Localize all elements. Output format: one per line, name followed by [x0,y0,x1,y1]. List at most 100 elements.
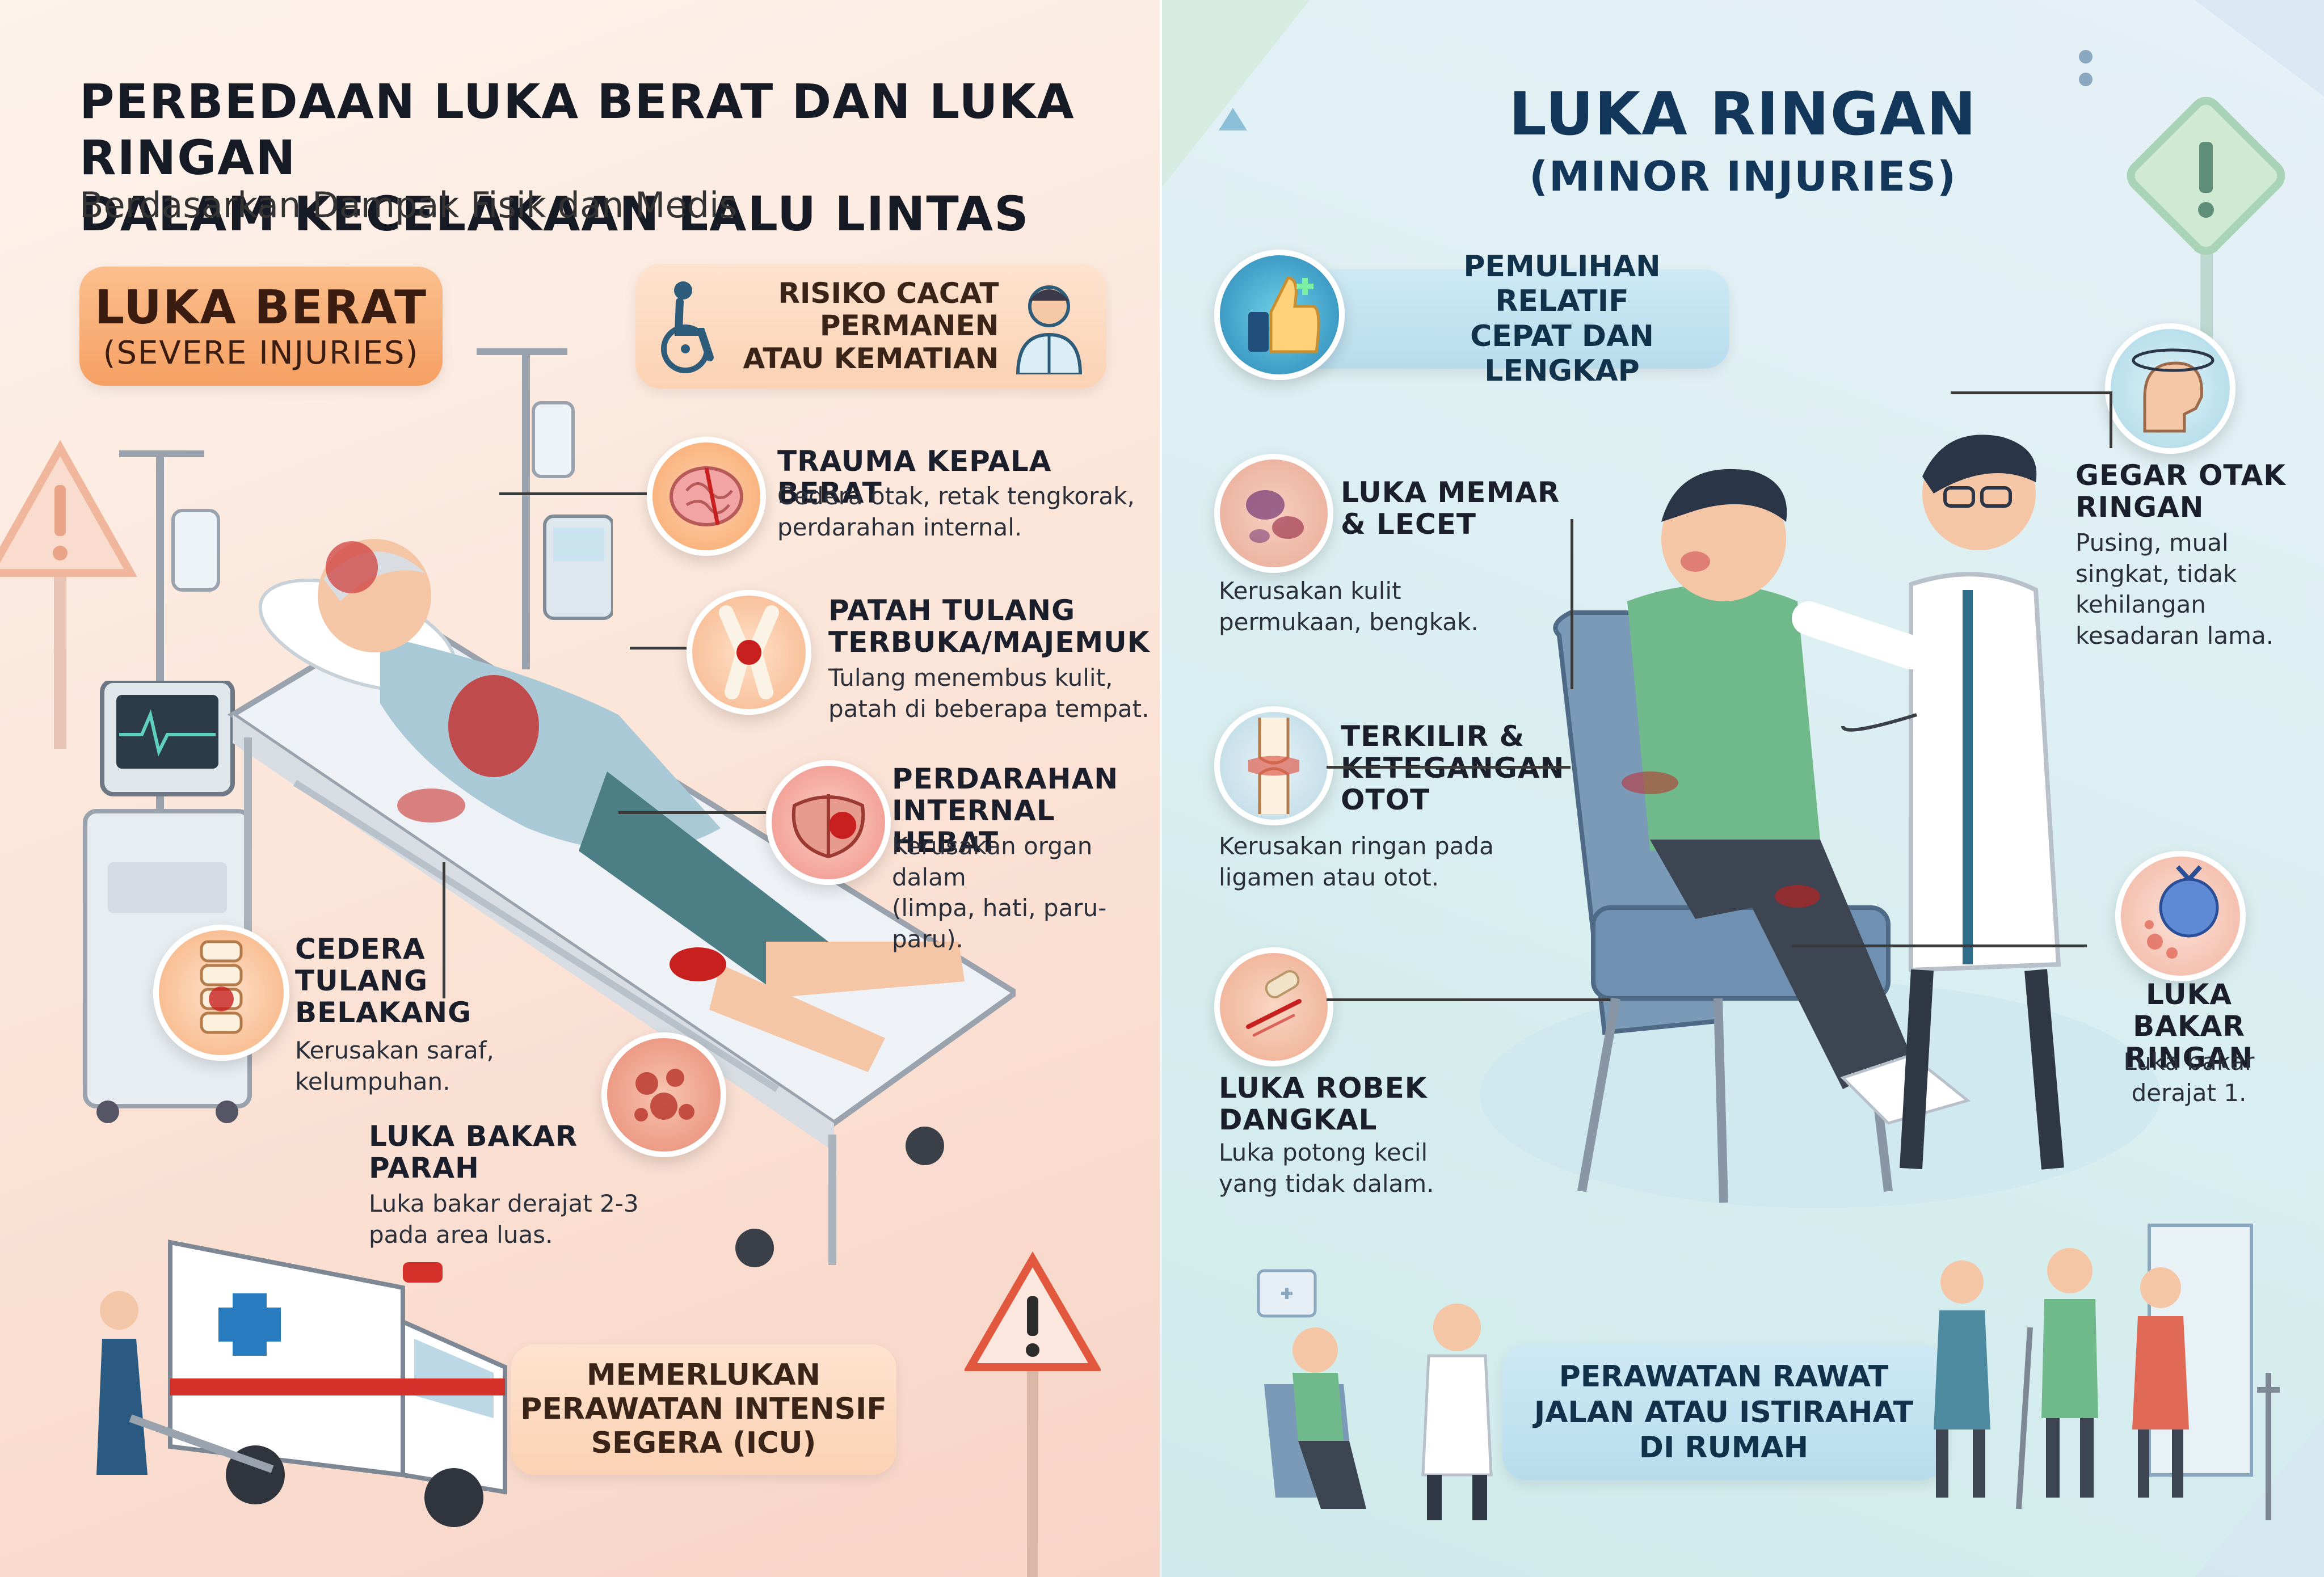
risk-pill: RISIKO CACAT PERMANEN ATAU KEMATIAN [635,264,1106,389]
leader-line [2110,391,2112,448]
title-line: RINGAN [2075,491,2204,524]
severe-injuries-panel: PERBEDAAN LUKA BERAT DAN LUKA RINGAN DAL… [0,0,1162,1577]
desc-line: yang tidak dalam. [1219,1169,1434,1197]
title-line: TULANG [295,964,428,997]
title-line: PARAH [369,1152,479,1184]
injury-desc-minor-burn: Luka bakar derajat 1. [2104,1047,2274,1108]
desc-line: perdarahan internal. [777,513,1022,541]
leader-line [1327,998,1610,1001]
title-line: TRAUMA KEPALA BERAT [777,445,1052,509]
leader-line [1951,391,2110,394]
title-line: & LECET [1341,508,1476,541]
consultation-illustration [1241,1237,1525,1532]
warning-sign-icon [0,431,148,749]
title-line: PATAH TULANG [828,594,1076,627]
minor-subtitle: (MINOR INJURIES) [1529,152,1957,200]
title-line: OTOT [1341,783,1430,816]
desc-line: Pusing, mual [2075,529,2229,556]
leader-line [1327,766,1571,769]
desc-line: Luka bakar [2123,1048,2255,1076]
outpatient-line-3: DI RUMAH [1639,1431,1809,1465]
desc-line: pada area luas. [369,1220,553,1249]
severe-title: LUKA BERAT [94,281,428,335]
desc-line: Luka potong kecil [1219,1139,1428,1166]
severe-title-pill: LUKA BERAT (SEVERE INJURIES) [79,267,443,386]
desc-line: Luka bakar derajat 2-3 [369,1190,639,1217]
injury-desc-head-trauma: Cedera otak, retak tengkorak, perdarahan… [777,481,1135,543]
injury-desc-sprain: Kerusakan ringan pada ligamen atau otot. [1219,831,1494,893]
desc-line: Cedera otak, retak tengkorak, [777,482,1135,510]
title-line: INTERNAL HEBAT [892,794,1055,859]
outpatient-line-1: PERAWATAN RAWAT [1559,1360,1889,1394]
ice-pack-icon [2115,851,2246,981]
desc-line: singkat, tidak [2075,559,2237,588]
title-line: CEDERA [295,933,426,965]
warning-icon [965,1248,1101,1577]
brain-icon [647,437,766,556]
risk-line-2: PERMANEN [819,309,999,343]
desc-line: kesadaran lama. [2075,621,2274,650]
leader-line [618,811,766,814]
minor-title: LUKA RINGAN [1509,79,1977,149]
main-title: PERBEDAAN LUKA BERAT DAN LUKA RINGAN DAL… [79,74,1162,242]
icu-line-2: PERAWATAN INTENSIF [520,1392,887,1427]
leader-line [1792,944,2087,947]
desc-line: (limpa, hati, paru-paru). [892,894,1107,953]
desc-line: Kerusakan ringan pada [1219,832,1494,860]
injury-desc-bruise: Kerusakan kulit permukaan, bengkak. [1219,576,1479,638]
doctor-icon [1012,278,1086,374]
thumbs-up-icon [1214,250,1345,380]
injury-title-head-trauma: TRAUMA KEPALA BERAT [777,445,1162,509]
outpatient-line-2: JALAN ATAU ISTIRAHAT [1534,1395,1914,1430]
injury-title-laceration: LUKA ROBEK DANGKAL [1219,1072,1428,1136]
recovery-line-2: CEPAT DAN LENGKAP [1470,319,1654,388]
icu-line-3: SEGERA (ICU) [591,1426,816,1460]
knee-joint-icon [1214,706,1333,825]
bone-fracture-icon [687,590,811,715]
title-line: TERBUKA/MAJEMUK [828,626,1150,659]
title-line: LUKA MEMAR [1341,476,1560,509]
injury-title-spinal: CEDERA TULANG BELAKANG [295,933,471,1028]
severe-subtitle: (SEVERE INJURIES) [103,335,419,372]
risk-line-1: RISIKO CACAT [778,276,999,310]
desc-line: kelumpuhan. [295,1067,451,1095]
icu-line-1: MEMERLUKAN [586,1358,821,1393]
desc-line: kehilangan [2075,591,2206,619]
title-line-2: DALAM KECELAKAAN LALU LINTAS [79,186,1030,242]
injury-title-minor-burn: LUKA BAKAR RINGAN [2104,979,2274,1074]
patient-doctor-illustration [1480,397,2217,1237]
injury-title-severe-burn: LUKA BAKAR PARAH [369,1120,578,1184]
injury-desc-severe-burn: Luka bakar derajat 2-3 pada area luas. [369,1188,639,1250]
injury-title-bruise: LUKA MEMAR & LECET [1341,477,1560,540]
leader-line [499,492,647,495]
minor-title-block: LUKA RINGAN (MINOR INJURIES) [1162,79,2324,201]
desc-line: Kerusakan organ dalam [892,832,1093,891]
burn-icon [601,1032,726,1157]
family-support-illustration [1917,1203,2302,1543]
title-line: LUKA BAKAR [369,1120,578,1153]
bandage-icon [1214,947,1333,1066]
injury-desc-laceration: Luka potong kecil yang tidak dalam. [1219,1137,1434,1199]
title-line: DANGKAL [1219,1103,1378,1136]
title-line: TERKILIR & [1341,720,1525,753]
desc-line: patah di beberapa tempat. [828,694,1150,723]
injury-title-sprain: TERKILIR & KETEGANGAN OTOT [1341,720,1564,816]
minor-injuries-panel: LUKA RINGAN (MINOR INJURIES) PEMULIHAN R… [1162,0,2324,1577]
title-line: RINGAN [2124,1042,2254,1074]
title-line: GEGAR OTAK [2075,459,2287,492]
desc-line: derajat 1. [2131,1078,2247,1107]
head-dizzy-icon [2105,323,2235,454]
injury-desc-spinal: Kerusakan saraf, kelumpuhan. [295,1035,494,1097]
title-line-1: PERBEDAAN LUKA BERAT DAN LUKA RINGAN [79,74,1075,186]
injury-desc-internal-bleeding: Kerusakan organ dalam (limpa, hati, paru… [892,831,1162,955]
spine-icon [153,925,289,1061]
desc-line: permukaan, bengkak. [1219,608,1479,636]
desc-line: ligamen atau otot. [1219,863,1439,891]
bruise-icon [1214,454,1333,573]
patient-on-bed-illustration [210,511,1016,1293]
leader-line [630,647,687,650]
injury-title-open-fracture: PATAH TULANG TERBUKA/MAJEMUK [828,594,1150,658]
desc-line: Kerusakan saraf, [295,1036,494,1064]
injury-title-internal-bleeding: PERDARAHAN INTERNAL HEBAT [892,763,1162,858]
desc-line: Tulang menembus kulit, [828,664,1113,691]
